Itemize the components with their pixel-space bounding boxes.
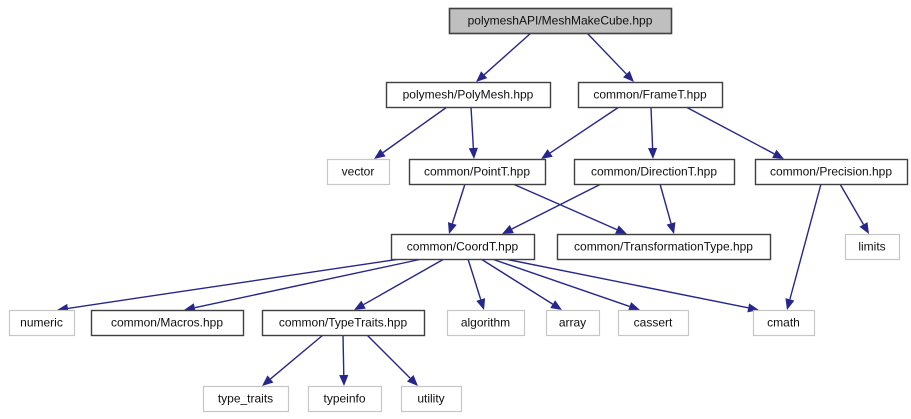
graph-node-utility[interactable]: utility <box>400 385 463 413</box>
graph-node-algorithm[interactable]: algorithm <box>446 309 526 337</box>
graph-node-coordt[interactable]: common/CoordT.hpp <box>390 233 536 261</box>
graph-node-type_traits[interactable]: type_traits <box>202 385 290 413</box>
graph-node-typeinfo[interactable]: typeinfo <box>307 385 383 413</box>
graph-node-framet[interactable]: common/FrameT.hpp <box>577 81 724 109</box>
edge-pointt-to-transftype <box>512 183 627 234</box>
edge-polymesh-to-pointt <box>468 106 478 159</box>
edge-coordt-to-numeric <box>57 258 401 313</box>
graph-node-limits[interactable]: limits <box>844 233 901 261</box>
graph-node-meshmakecube[interactable]: polymeshAPI/MeshMakeCube.hpp <box>448 7 673 35</box>
edge-coordt-to-algorithm <box>467 258 486 310</box>
edge-typetraits-to-type_traits <box>262 334 324 386</box>
graph-node-pointt[interactable]: common/PointT.hpp <box>408 158 547 186</box>
graph-node-numeric[interactable]: numeric <box>8 309 76 337</box>
graph-node-transftype[interactable]: common/TransformationType.hpp <box>556 233 772 261</box>
graph-node-macros[interactable]: common/Macros.hpp <box>90 309 245 337</box>
edge-typetraits-to-utility <box>366 334 418 386</box>
edge-typetraits-to-typeinfo <box>339 334 349 386</box>
edge-polymesh-to-vector <box>374 106 448 159</box>
edge-meshmakecube-to-polymesh <box>476 32 532 82</box>
graph-node-precision[interactable]: common/Precision.hpp <box>754 158 909 186</box>
graph-node-vector[interactable]: vector <box>326 158 391 186</box>
edge-layer <box>57 32 869 386</box>
edge-precision-to-limits <box>839 183 869 234</box>
graph-node-cassert[interactable]: cassert <box>617 309 690 337</box>
edge-framet-to-precision <box>685 106 784 159</box>
edge-coordt-to-array <box>480 258 562 310</box>
graph-node-polymesh[interactable]: polymesh/PolyMesh.hpp <box>385 81 552 109</box>
graph-node-typetraits[interactable]: common/TypeTraits.hpp <box>261 309 426 337</box>
node-layer: polymeshAPI/MeshMakeCube.hpp polymesh/Pol… <box>8 7 909 413</box>
graph-node-cmath[interactable]: cmath <box>752 309 816 337</box>
graph-node-directiont[interactable]: common/DirectionT.hpp <box>573 158 736 186</box>
edge-pointt-to-coordt <box>447 183 466 234</box>
graph-node-array[interactable]: array <box>545 309 601 337</box>
edge-meshmakecube-to-framet <box>586 32 634 82</box>
edge-precision-to-cmath <box>785 183 822 310</box>
edge-framet-to-pointt <box>541 106 620 159</box>
edge-directiont-to-coordt <box>502 183 602 234</box>
edge-framet-to-directiont <box>647 106 658 159</box>
edge-coordt-to-cassert <box>491 258 640 311</box>
edge-directiont-to-transftype <box>659 183 676 234</box>
edge-coordt-to-typetraits <box>354 258 445 310</box>
